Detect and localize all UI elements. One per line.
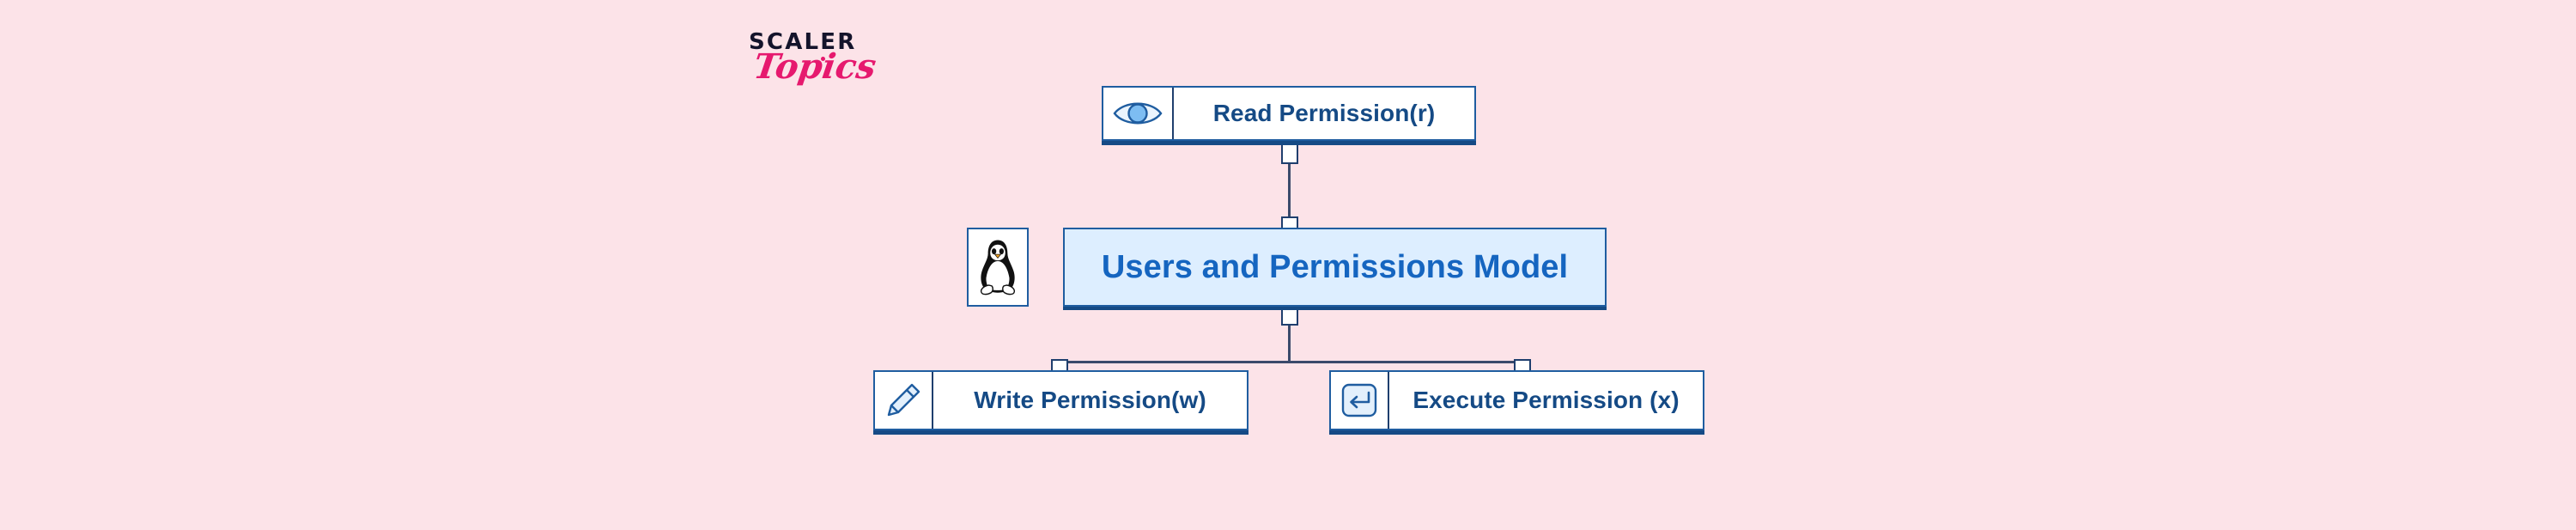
- enter-key-arrow-icon: [1341, 383, 1377, 417]
- logo-topics-text: Topics: [750, 46, 879, 87]
- pencil-icon: [887, 383, 920, 417]
- node-users-and-permissions-model[interactable]: Users and Permissions Model: [1063, 228, 1607, 307]
- write-permission-icon-cell: [875, 372, 933, 429]
- logo-scaler-text: SCALER: [749, 29, 857, 55]
- connector-model-to-read-line: [1288, 153, 1291, 220]
- connector-model-to-branch-stem: [1288, 314, 1291, 362]
- write-permission-label: Write Permission(w): [974, 387, 1206, 413]
- read-permission-icon-cell: [1103, 88, 1174, 139]
- write-permission-label-cell: Write Permission(w): [933, 372, 1247, 429]
- node-read-permission[interactable]: Read Permission(r): [1102, 86, 1476, 141]
- eye-icon: [1113, 102, 1163, 125]
- connector-branch-horizontal: [1058, 361, 1523, 363]
- node-execute-permission[interactable]: Execute Permission (x): [1329, 370, 1704, 430]
- model-icon-cell: [967, 228, 1029, 307]
- read-permission-label-cell: Read Permission(r): [1174, 88, 1474, 139]
- execute-permission-icon-cell: [1331, 372, 1389, 429]
- node-write-permission[interactable]: Write Permission(w): [873, 370, 1249, 430]
- linux-tux-penguin-icon: [980, 240, 1016, 295]
- model-label: Users and Permissions Model: [1101, 248, 1569, 285]
- read-permission-label: Read Permission(r): [1212, 100, 1436, 126]
- logo-dot: [821, 57, 825, 61]
- scaler-topics-logo: SCALER Topics: [749, 31, 895, 108]
- execute-permission-label-cell: Execute Permission (x): [1389, 372, 1703, 429]
- execute-permission-label: Execute Permission (x): [1413, 387, 1680, 413]
- connector-endpoint-read: [1281, 142, 1298, 164]
